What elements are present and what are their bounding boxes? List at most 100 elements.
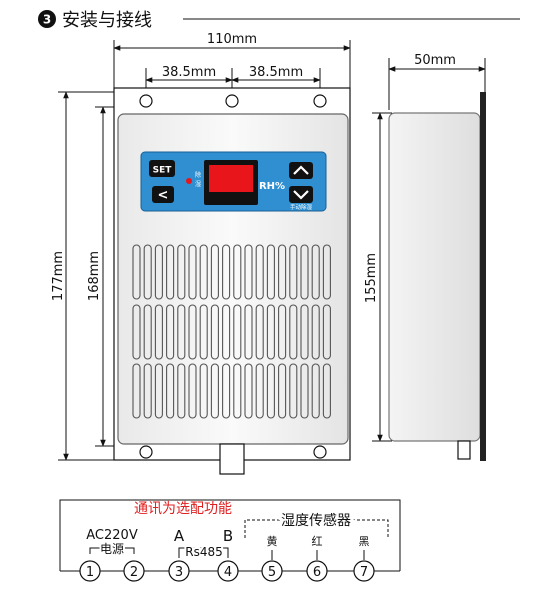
vent-slot [177, 244, 186, 300]
status-led [186, 178, 192, 184]
vent-slot [132, 304, 141, 360]
power-sub-label: 电源 [100, 542, 124, 556]
hole-spacing-right-label: 38.5mm [249, 65, 303, 80]
vent-slot [266, 244, 275, 300]
power-label: AC220V [86, 528, 138, 543]
side-view: 50mm 155mm [364, 53, 486, 461]
vent-slot [233, 244, 242, 300]
section-header: 3 安装与接线 [38, 10, 520, 31]
vent-slot [188, 304, 197, 360]
vent-slot [188, 363, 197, 419]
vent-slot [166, 304, 175, 360]
vent-slot [289, 363, 298, 419]
vent-slot [199, 363, 208, 419]
vent-slot [154, 244, 163, 300]
vent-grille [132, 244, 331, 419]
vent-slot [199, 304, 208, 360]
height-total-label: 177mm [51, 251, 66, 301]
vent-slot [300, 244, 309, 300]
vent-slot [322, 244, 331, 300]
comm-b-label: B [223, 527, 233, 545]
vent-slot [300, 304, 309, 360]
mount-hole-bottom-right [313, 445, 327, 459]
terminal-5 [261, 560, 283, 582]
vent-slot [322, 363, 331, 419]
vent-slot [233, 363, 242, 419]
section-number-badge [38, 10, 56, 28]
terminal-number: 3 [175, 565, 183, 580]
width-total-label: 110mm [207, 32, 257, 47]
unit-label: RH% [259, 181, 285, 192]
vent-slot [289, 304, 298, 360]
terminal-number: 5 [268, 565, 276, 580]
vent-slot [143, 244, 152, 300]
vent-slot [300, 363, 309, 419]
vent-slot [278, 244, 287, 300]
vent-slot [143, 304, 152, 360]
terminal-7 [353, 560, 375, 582]
height-inner-label: 168mm [87, 251, 102, 301]
terminal-number: 4 [224, 565, 232, 580]
terminal-number: 7 [360, 565, 368, 580]
vent-slot [244, 363, 253, 419]
vent-slot [255, 244, 264, 300]
vent-slot [233, 304, 242, 360]
front-view: SET < 除 湿 RH% 手动除湿 [113, 87, 351, 475]
vent-slot [255, 304, 264, 360]
terminal-4 [217, 560, 239, 582]
vent-slot [177, 363, 186, 419]
vent-slot [311, 244, 320, 300]
vent-slot [266, 363, 275, 419]
optional-comm-note: 通讯为选配功能 [134, 501, 232, 517]
down-button[interactable] [289, 186, 313, 203]
up-arrow-icon [293, 165, 309, 175]
sensor-red-label: 红 [312, 535, 323, 548]
vent-slot [278, 363, 287, 419]
sensor-black-label: 黑 [359, 535, 370, 548]
terminal-6 [306, 560, 328, 582]
indicator-bottom-label: 湿 [195, 180, 201, 188]
set-button-label: SET [153, 166, 173, 176]
vent-slot [154, 363, 163, 419]
display-screen [209, 165, 253, 192]
back-button[interactable] [152, 186, 174, 203]
control-panel: SET < 除 湿 RH% 手动除湿 [140, 151, 327, 212]
vent-slot [154, 304, 163, 360]
hole-spacing-dimension: 38.5mm 38.5mm [145, 65, 321, 95]
vent-slot [210, 244, 219, 300]
up-button[interactable] [289, 162, 313, 179]
vent-slot [132, 244, 141, 300]
vent-slot [289, 244, 298, 300]
vent-slot [166, 244, 175, 300]
height-total-dimension: 177mm [51, 91, 114, 461]
vent-slot [210, 363, 219, 419]
side-height-label: 155mm [364, 253, 379, 303]
depth-label: 50mm [414, 53, 456, 68]
vent-slot [222, 363, 231, 419]
wiring-diagram: 通讯为选配功能 AC220V 电源 A B Rs485 湿度传感器 黄 红 黑 … [59, 499, 401, 582]
mount-hole-top-left [139, 94, 153, 108]
comm-a-label: A [174, 527, 185, 545]
vent-slot [244, 304, 253, 360]
vent-slot [143, 363, 152, 419]
vent-slot [222, 304, 231, 360]
section-number: 3 [43, 13, 51, 27]
vent-slot [244, 244, 253, 300]
terminal-1 [79, 560, 101, 582]
vent-slot [311, 304, 320, 360]
back-button-icon: < [158, 188, 169, 203]
down-arrow-icon [293, 190, 309, 200]
sensor-yellow-label: 黄 [267, 534, 278, 548]
mount-hole-bottom-left [139, 445, 153, 459]
set-button[interactable] [149, 160, 175, 177]
height-inner-dimension: 168mm [87, 106, 118, 447]
vent-slot [322, 304, 331, 360]
side-mount-plate [480, 92, 486, 461]
terminal-number: 2 [130, 565, 138, 580]
terminal-2 [123, 560, 145, 582]
side-body [388, 112, 481, 442]
terminal-number: 6 [313, 565, 321, 580]
mount-hole-top-center [225, 94, 239, 108]
